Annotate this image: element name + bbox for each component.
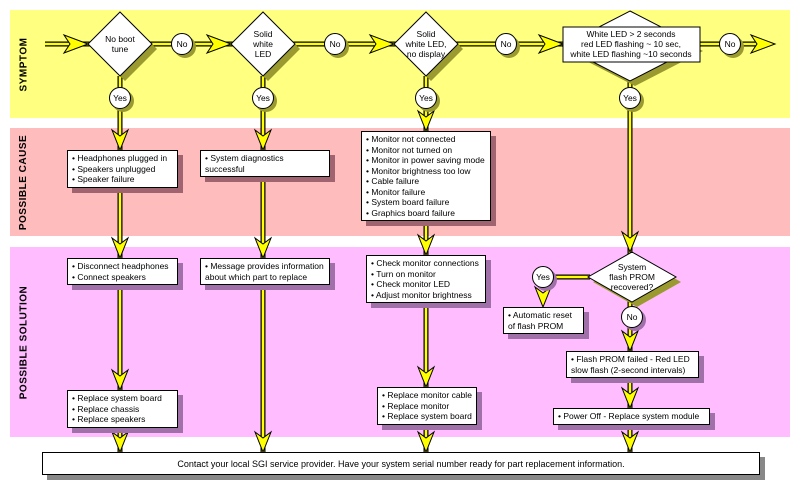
arrow-right-icon	[205, 33, 233, 55]
arrow-down-icon	[620, 430, 640, 454]
arrow-down-icon	[110, 128, 130, 152]
symptom-4-box	[562, 26, 701, 63]
arrow-down-icon	[110, 430, 130, 454]
solution-box-2: Message provides information about which…	[200, 258, 330, 285]
arrow-right-icon	[368, 33, 396, 55]
arrow-down-icon	[253, 430, 273, 454]
arrow-down-icon	[416, 109, 436, 133]
symptom-1-diamond	[87, 11, 153, 77]
prom-question-diamond	[586, 251, 678, 303]
cause-box-3: Monitor not connectedMonitor not turned …	[361, 131, 491, 221]
final-solution-box-1: Replace system boardReplace chassisRepla…	[67, 390, 178, 428]
arrow-down-icon	[253, 128, 273, 152]
arrow-right-icon	[749, 33, 777, 55]
arrow-down-icon	[110, 368, 130, 392]
footer-contact-box: Contact your local SGI service provider.…	[42, 452, 760, 475]
no-label-4: No	[719, 33, 741, 55]
cause-box-1: Headphones plugged inSpeakers unpluggedS…	[67, 150, 178, 188]
prom-yes-label: Yes	[532, 266, 554, 288]
final-solution-box-3: Replace monitor cableReplace monitorRepl…	[377, 387, 477, 425]
arrow-down-icon	[620, 386, 640, 410]
cause-box-2: System diagnostics successful	[200, 150, 330, 177]
no-label-3: No	[495, 33, 517, 55]
symptom-2-diamond	[230, 11, 296, 77]
arrow-down-icon	[620, 230, 640, 254]
solution-box-3: Check monitor connectionsTurn on monitor…	[366, 255, 486, 303]
symptom-3-diamond	[393, 11, 459, 77]
yes-label-3: Yes	[415, 87, 437, 109]
arrow-down-icon	[620, 329, 640, 353]
yes-label-1: Yes	[109, 87, 131, 109]
arrow-right-icon	[62, 33, 90, 55]
prom-no-label: No	[621, 306, 643, 328]
prom-yes-box: Automatic reset of flash PROM	[503, 307, 584, 334]
arrow-down-icon	[416, 233, 436, 257]
arrow-down-icon	[110, 236, 130, 260]
solution-box-1: Disconnect headphonesConnect speakers	[67, 258, 178, 285]
prom-final-box: Power Off - Replace system module	[553, 408, 710, 425]
arrow-down-icon	[533, 285, 553, 309]
arrow-down-icon	[416, 365, 436, 389]
yes-label-2: Yes	[252, 87, 274, 109]
arrow-right-icon	[537, 33, 565, 55]
arrow-down-icon	[416, 430, 436, 454]
no-label-2: No	[324, 33, 346, 55]
prom-no-box: Flash PROM failed - Red LED slow flash (…	[566, 351, 699, 378]
no-label-1: No	[171, 33, 193, 55]
yes-label-4: Yes	[619, 87, 641, 109]
arrow-down-icon	[253, 236, 273, 260]
